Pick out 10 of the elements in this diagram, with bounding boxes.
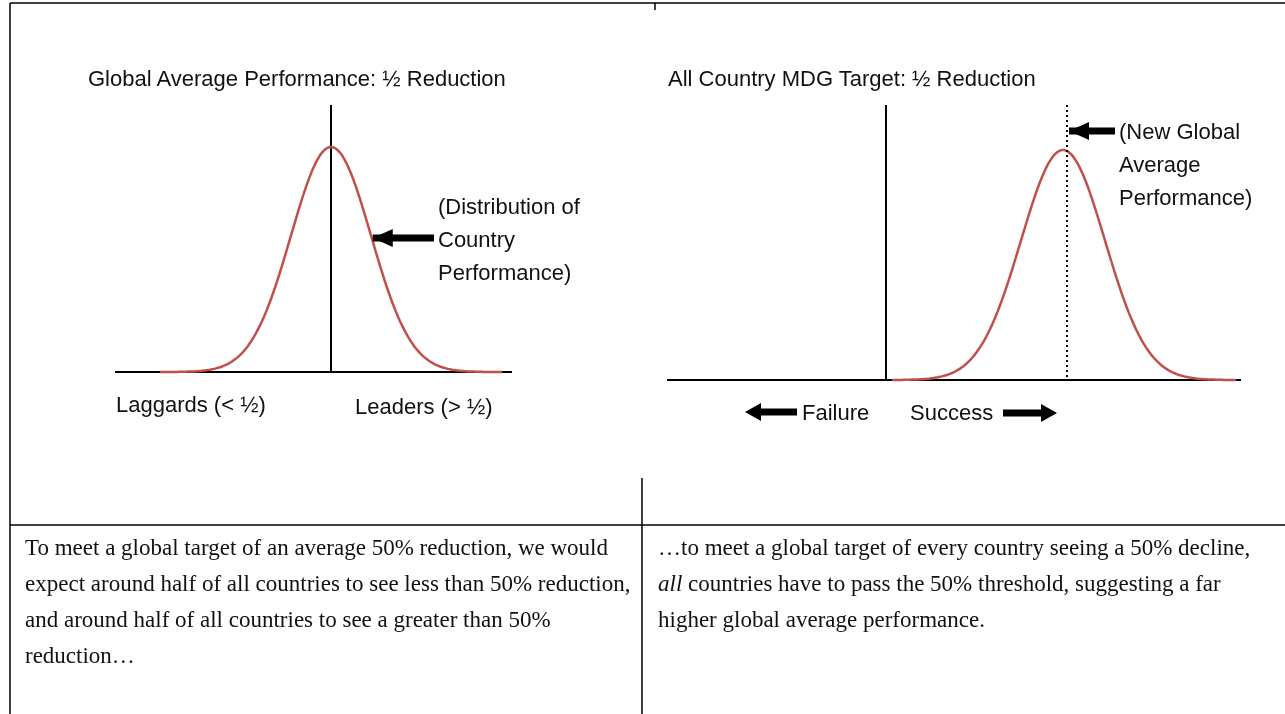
chart-title: All Country MDG Target: ½ Reduction	[668, 65, 1036, 93]
table-cell-text: To meet a global target of an average 50% reduction, we would expect around half of all countries to see less than 50% reduction, and around half of all countries to see a greater than 50% reduction…	[25, 534, 632, 670]
table-cell-text: …to meet a global target of every country seeing a 50% decline, all countries have to pass the 50% threshold, suggesting a far higher global average performance.	[658, 534, 1252, 634]
axis-label: Failure	[802, 399, 870, 427]
annotation-text: (New Global Average Performance)	[1119, 115, 1284, 214]
axis-label: Laggards (< ½)	[116, 391, 266, 419]
annotation-text: (Distribution of Country Performance)	[438, 190, 608, 289]
chart-title: Global Average Performance: ½ Reduction	[88, 65, 506, 93]
axis-label: Leaders (> ½)	[355, 393, 493, 421]
axis-label: Success	[910, 399, 994, 427]
